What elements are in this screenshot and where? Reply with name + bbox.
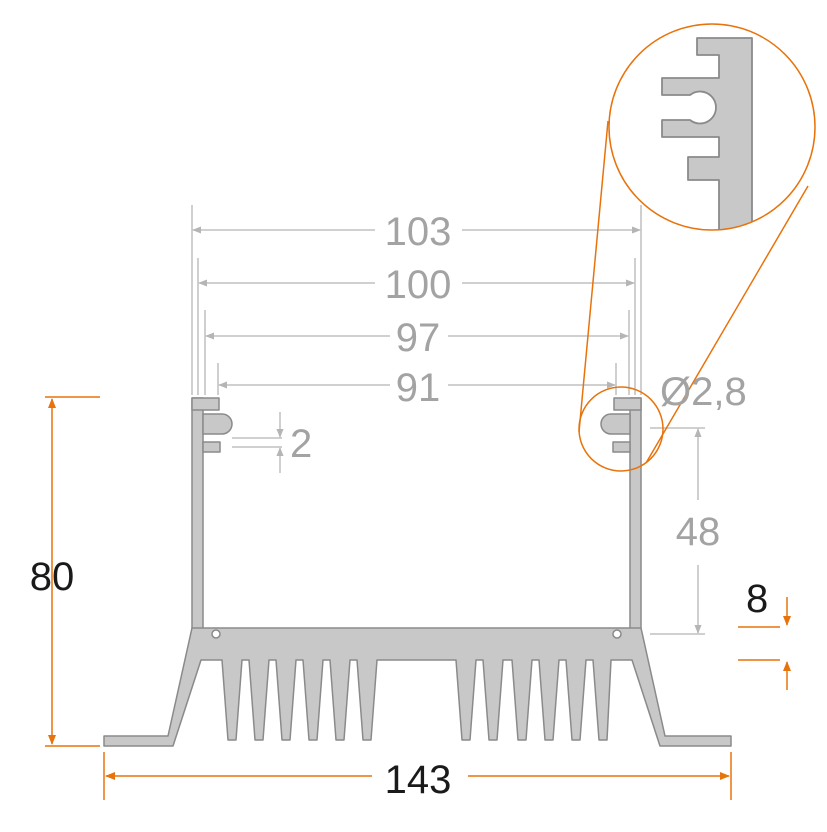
dim-91-label: 91 <box>396 366 441 410</box>
dim-97-label: 97 <box>396 316 441 360</box>
heatsink-profile <box>103 397 732 747</box>
dim-slot-gap-label: 2 <box>290 422 312 466</box>
right-wall <box>629 397 642 631</box>
zoom-profile <box>661 37 753 230</box>
dim-hole-diameter-label: Ø2,8 <box>660 370 747 414</box>
right-top-lip <box>613 397 642 411</box>
dim-100-label: 100 <box>385 263 452 307</box>
left-lower-tab <box>202 441 221 453</box>
left-wall <box>191 397 204 631</box>
dim-inner-height-label: 48 <box>676 510 721 554</box>
right-lower-tab <box>612 441 631 453</box>
dim-base-thickness-label: 8 <box>746 577 768 621</box>
orange-dimensions <box>45 120 809 800</box>
left-screw-channel <box>202 413 233 435</box>
gray-dimensions <box>191 205 705 635</box>
dim-total-width-label: 143 <box>385 758 452 802</box>
left-top-lip <box>191 397 220 411</box>
zoom-detail <box>608 23 816 231</box>
dim-total-height-label: 80 <box>30 555 75 599</box>
dim-103-label: 103 <box>385 210 452 254</box>
right-base-notch <box>612 629 622 639</box>
right-screw-channel <box>600 413 631 435</box>
base-and-fins <box>103 627 732 747</box>
dimension-labels: 103 100 97 91 2 Ø2,8 48 8 80 143 <box>30 210 769 802</box>
left-base-notch <box>211 629 221 639</box>
